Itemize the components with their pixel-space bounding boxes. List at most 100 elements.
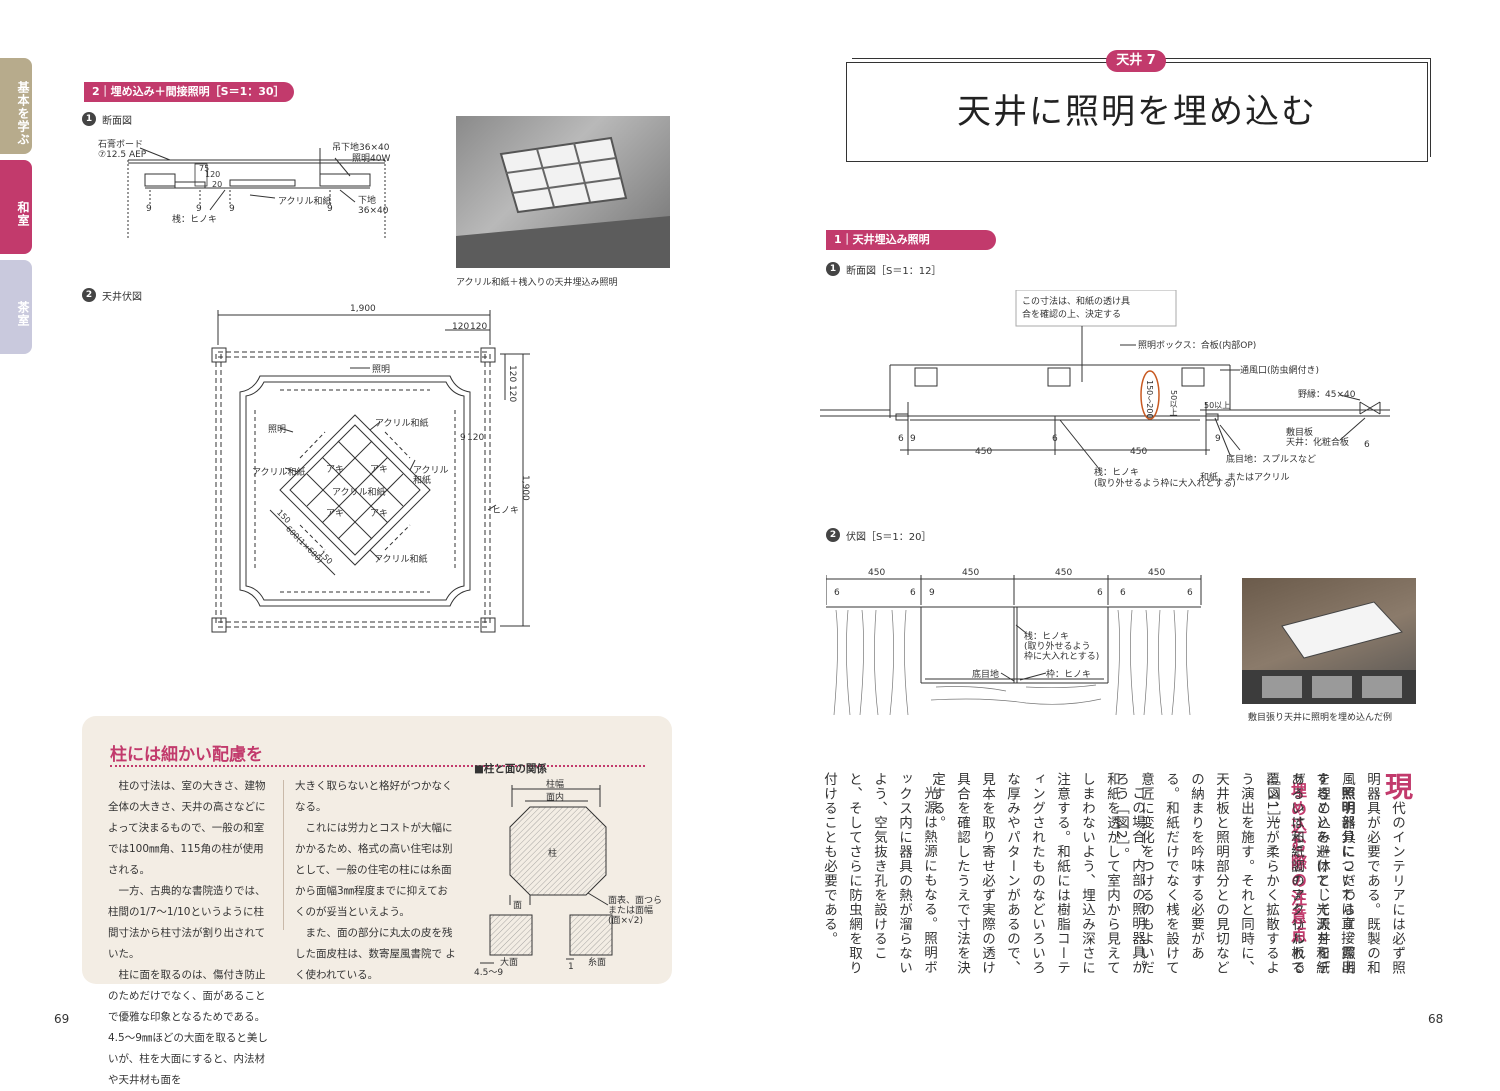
plabel-rail: 桟：ヒノキ (取り外せるよう 枠に大入れとする) [1024, 632, 1100, 662]
side-tab-basics[interactable]: 基本を学ぶ [0, 58, 32, 154]
body-paragraph-4: 光源は熱源にもなる。照明ボックス内に器具の熱が溜らないよう、空気抜き孔を設けるこ… [821, 772, 937, 975]
side-tab-washitsu[interactable]: 和室 [0, 160, 32, 254]
dropcap: 現 [1381, 772, 1414, 801]
photo2-caption: 敷目張り天井に照明を埋め込んだ例 [1248, 713, 1393, 723]
pdim-w2: 450 [962, 568, 980, 578]
note-col2-p1: 大きく取らないと格好がつかなくなる。 [295, 780, 453, 813]
right-page-number: 68 [1428, 1012, 1444, 1026]
rlabel-box: 照明ボックス：合板(内部OP) [1138, 341, 1257, 351]
fig1-number: 1 [82, 112, 96, 126]
plabel-base: 底目地 [972, 670, 1000, 680]
subhead: 埋め込む際の注意点 [1288, 782, 1307, 944]
dim-d3: 9 [229, 204, 235, 214]
label-acrylic-left: アクリル和紙 [252, 468, 306, 478]
fig2-number: 2 [82, 288, 96, 302]
dim-w1900: 1,900 [350, 304, 376, 314]
note-col-divider [283, 780, 284, 930]
fig-label-dim45: 4.5～9 [474, 968, 504, 978]
label-aki3: アキ [326, 509, 345, 519]
side-tab-chashitsu[interactable]: 茶室 [0, 260, 32, 354]
label-aki2: アキ [370, 465, 389, 475]
rdim-6c: 6 [1364, 440, 1370, 450]
note-col1-p2: 一方、古典的な書院造りでは、柱間の1/7～1/10というように柱間寸法から柱寸法… [108, 885, 266, 960]
label-light: 照明40W [352, 154, 391, 164]
pdim-w4: 450 [1148, 568, 1166, 578]
section1-heading: 1｜天井埋込み照明 [826, 230, 996, 250]
left-section-diagram [127, 147, 386, 240]
rlabel-note: この寸法は、和紙の透け具 合を確認の上、決定する [1022, 297, 1131, 320]
pdim-d9a: 9 [929, 588, 935, 598]
dim-h120b: 120 [507, 385, 517, 403]
note-col2-p3: また、面の部分に丸太の皮を残した面皮柱は、数寄屋風書院で よく使われている。 [295, 927, 456, 981]
rlabel-washi: 和紙、またはアクリル [1200, 473, 1290, 483]
photo1-caption: アクリル和紙＋桟入りの天井埋込み照明 [456, 278, 618, 288]
fig2-title: 天井伏図 [102, 292, 142, 303]
rdim-9a: 9 [910, 434, 916, 444]
pdim-d6d: 6 [1187, 588, 1193, 598]
rdim-450a: 450 [975, 447, 993, 457]
pillar-chamfer-diagram [480, 785, 613, 964]
fig1-title: 断面図 [102, 116, 132, 127]
dim-h1900: 1,900 [520, 475, 530, 501]
section2-heading: 2｜埋め込み＋間接照明［S＝1：30］ [84, 82, 294, 102]
rdim-450b: 450 [1130, 447, 1148, 457]
right-plan-diagram [826, 575, 1202, 716]
label-light-top: 照明 [372, 365, 391, 375]
left-page-number: 69 [54, 1012, 70, 1026]
pdim-d9b: 6 [1120, 588, 1126, 598]
pdim-w3: 450 [1055, 568, 1073, 578]
note-title: 柱には細かい配慮を [110, 745, 263, 765]
rlabel-ceiling: 敷目板 天井：化粧合板 [1286, 428, 1350, 448]
label-acrylic-bottom: アクリル和紙 [374, 555, 428, 565]
rfig1-number: 1 [826, 262, 840, 276]
body-paragraph-2: 照明部分については直接露出することを避けて、光源を和紙あるいは和紙調のアクリル板… [1113, 772, 1354, 975]
dim-d1: 9 [146, 204, 152, 214]
title-badge: 天井 7 [1106, 50, 1166, 72]
dim-w120a: 120 [452, 322, 470, 332]
label-acrylic-center: アクリル和紙 [332, 488, 386, 498]
label-hanger: 吊下地36×40 [332, 143, 390, 153]
dim-v1: 75 [199, 164, 210, 173]
note-col2: 大きく取らないと格好がつかなくなる。 これには労力とコストが大幅にかかるため、格… [295, 776, 457, 986]
fig-label-hashira: 柱 [548, 849, 558, 859]
pdim-d6c: 6 [1097, 588, 1103, 598]
rlabel-h50: 50以上 [1169, 390, 1178, 417]
body-paragraph-1: 現代のインテリアには必ず照明器具が必要である。既製の和風照明器具にこだわらず、照… [1259, 772, 1414, 987]
label-acrylic: アクリル和紙 [278, 197, 332, 207]
note-col1-p1: 柱の寸法は、室の大きさ、建物全体の大きさ、天井の高さなどによって決まるもので、一… [108, 780, 266, 876]
label-aki4: アキ [370, 509, 389, 519]
dim-d9: 9 [460, 433, 466, 443]
pdim-d6a: 6 [834, 588, 840, 598]
dim-v3: 20 [212, 180, 223, 189]
ceiling-plan-diagram [211, 310, 530, 633]
rfig2-number: 2 [826, 528, 840, 542]
note-fig-title: ■柱と面の関係 [474, 763, 547, 775]
rlabel-h50b: 50以上 [1204, 401, 1231, 410]
note-divider [110, 765, 645, 767]
rdim-6a: 6 [898, 434, 904, 444]
photo-acrylic-washi-light [456, 116, 670, 268]
plabel-frame: 枠：ヒノキ [1046, 670, 1092, 680]
note-col2-p2: これには労力とコストが大幅にかかるため、格式の高い住宅は別として、一般の住宅の柱… [295, 822, 453, 918]
fig-label-mentsura: 面表、面つら または面幅 (面×√2) [608, 896, 663, 926]
dim-w120b: 120 [470, 322, 488, 332]
dim-d120: 120 [467, 433, 485, 443]
label-base: 下地 36×40 [358, 196, 389, 216]
fig-label-hashira-haba: 柱幅 [546, 780, 565, 790]
fig-label-men-uchi: 面内 [546, 793, 565, 803]
label-acrylic-top: アクリル和紙 [375, 419, 429, 429]
rdim-6b: 6 [1052, 434, 1058, 444]
fig-label-itomen: 糸面 [588, 958, 607, 968]
rlabel-h150: 150～200 [1145, 380, 1154, 419]
rfig1-title: 断面図［S＝1：12］ [846, 266, 942, 277]
rdim-9b: 9 [1215, 434, 1221, 444]
body-p1-text: 代のインテリアには必ず照明器具が必要である。既製の和風照明器具にこだわらず、照明… [1264, 772, 1405, 975]
photo-shikime-ceiling [1242, 578, 1416, 704]
rfig2-title: 伏図［S＝1：20］ [846, 532, 932, 543]
dim-h120a: 120 [507, 365, 517, 383]
fig-label-dim1: 1 [568, 962, 574, 972]
fig-label-oomen: 大面 [500, 958, 519, 968]
label-hinoki: ヒノキ [492, 506, 520, 516]
note-col1: 柱の寸法は、室の大きさ、建物全体の大きさ、天井の高さなどによって決まるもので、一… [108, 776, 270, 1091]
rlabel-edge: 野縁：45×40 [1298, 390, 1356, 400]
